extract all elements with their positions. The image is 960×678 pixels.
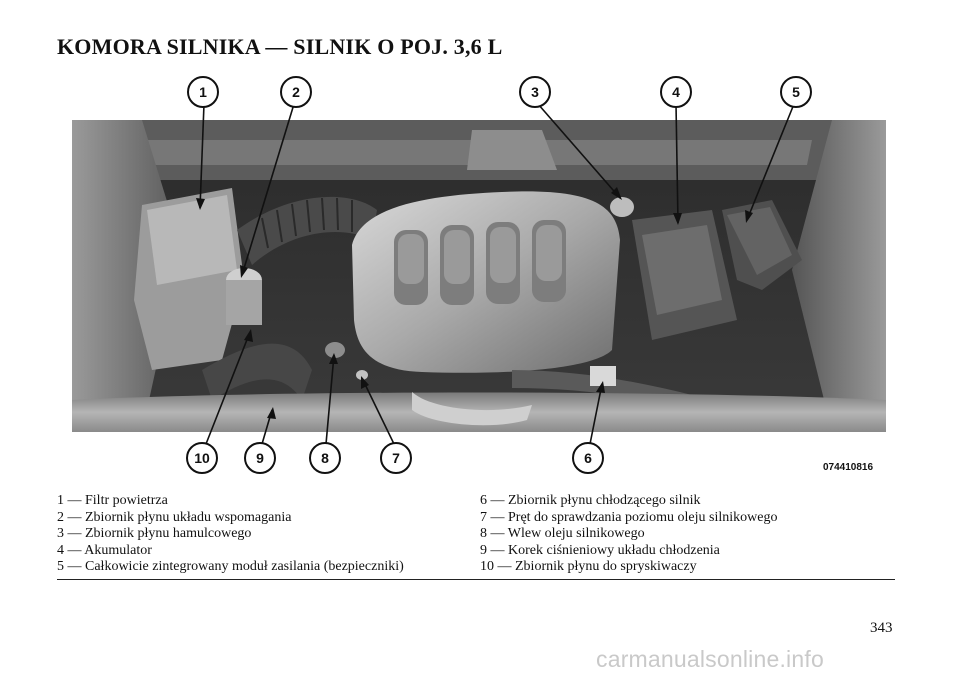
svg-text:3: 3	[531, 84, 539, 100]
legend-item: 6 — Zbiornik płynu chłodzącego silnik	[480, 493, 701, 508]
svg-text:7: 7	[392, 450, 400, 466]
engine-bay-photo: 1 2 3 4 5 10 9 8	[72, 76, 886, 474]
callout-2: 2	[280, 76, 312, 108]
callout-8: 8	[309, 442, 341, 474]
callout-10: 10	[186, 442, 218, 474]
svg-text:4: 4	[672, 84, 680, 100]
legend-item: 3 — Zbiornik płynu hamulcowego	[57, 526, 252, 542]
svg-text:1: 1	[199, 84, 207, 100]
svg-text:8: 8	[321, 450, 329, 466]
callout-5: 5	[780, 76, 812, 108]
callout-leaders	[199, 103, 795, 445]
legend-item: 8 — Wlew oleju silnikowego	[480, 526, 645, 542]
legend-item: 5 — Całkowicie zintegrowany moduł zasila…	[57, 559, 404, 575]
callout-7: 7	[380, 442, 412, 474]
legend-item: 7 — Pręt do sprawdzania poziomu oleju si…	[480, 509, 778, 525]
legend-left: 1 — Filtr powietrza 2 — Zbiornik płynu u…	[57, 493, 404, 576]
watermark: carmanualsonline.info	[596, 646, 824, 672]
figure-code: 074410816	[823, 462, 874, 473]
callout-circles: 1 2 3 4 5 10 9 8	[186, 76, 812, 474]
legend-item: 9 — Korek ciśnieniowy układu chłodzenia	[480, 542, 720, 558]
callout-6: 6	[572, 442, 604, 474]
callout-arrowheads	[196, 187, 753, 419]
callout-3: 3	[519, 76, 551, 108]
legend-item: 1 — Filtr powietrza	[57, 493, 168, 508]
page-number: 343	[870, 620, 893, 636]
svg-text:6: 6	[584, 450, 592, 466]
svg-text:5: 5	[792, 84, 800, 100]
callout-9: 9	[244, 442, 276, 474]
legend-right: 6 — Zbiornik płynu chłodzącego silnik 7 …	[480, 493, 777, 576]
legend-item: 10 — Zbiornik płynu do spryskiwaczy	[480, 559, 697, 575]
legend-item: 4 — Akumulator	[57, 542, 152, 558]
page-title: KOMORA SILNIKA — SILNIK O POJ. 3,6 L	[57, 34, 503, 59]
svg-text:10: 10	[194, 450, 210, 466]
svg-text:2: 2	[292, 84, 300, 100]
callout-1: 1	[187, 76, 219, 108]
legend-item: 2 — Zbiornik płynu układu wspomagania	[57, 509, 292, 525]
divider-rule	[57, 579, 895, 580]
engine-bay-image	[72, 120, 886, 432]
svg-text:9: 9	[256, 450, 264, 466]
callout-4: 4	[660, 76, 692, 108]
